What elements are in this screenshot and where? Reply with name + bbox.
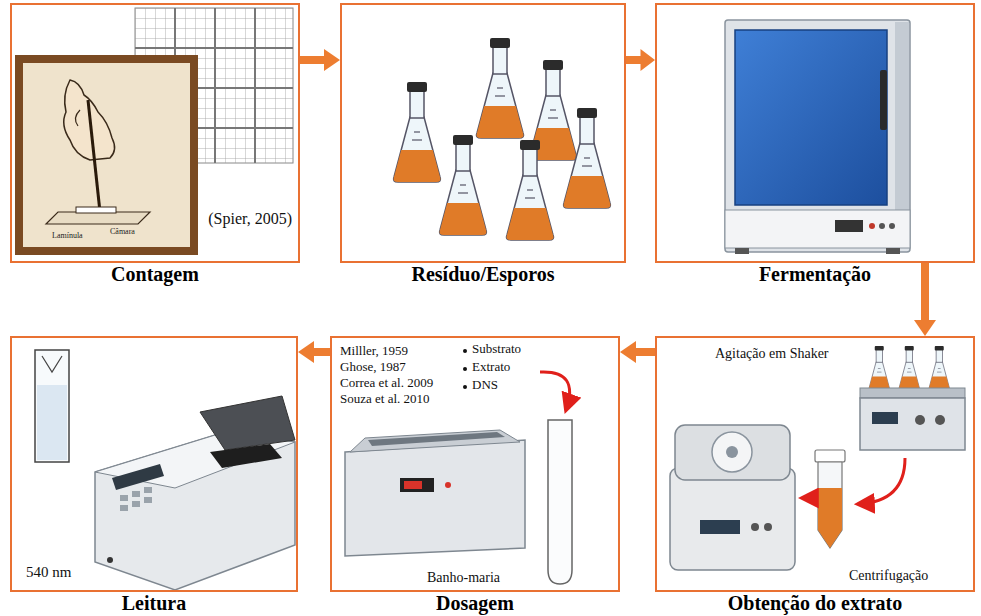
step-box: Resíduo/Esporos (340, 3, 626, 263)
list-item: DNS (472, 378, 498, 393)
flow-arrow (300, 49, 340, 71)
step-box: Fermentação (655, 3, 975, 263)
step-note: Milller, 1959 (340, 344, 408, 359)
step-note: Souza et al. 2010 (340, 392, 430, 407)
step-caption: Fermentação (637, 264, 981, 284)
step-box: Obtenção do extratoAgitação em ShakerCen… (655, 336, 975, 592)
step-caption: Obtenção do extrato (637, 593, 981, 613)
illustration-label: Câmara (110, 228, 135, 237)
step-caption: Leitura (0, 593, 316, 613)
step-note: 540 nm (26, 564, 71, 581)
list-item: Extrato (472, 360, 510, 375)
flow-arrow (626, 49, 655, 71)
step-note: Agitação em Shaker (715, 346, 829, 362)
bullet-dot (463, 385, 467, 389)
bullet-dot (463, 349, 467, 353)
flow-arrow (298, 341, 330, 363)
flow-arrow (620, 341, 655, 363)
step-note: Banho-maria (427, 570, 500, 586)
step-note: Correa et al. 2009 (340, 376, 433, 391)
illustration-label: Lamínula (52, 232, 83, 241)
flow-arrow (914, 263, 936, 336)
step-note: (Spier, 2005) (208, 210, 292, 228)
bullet-dot (463, 367, 467, 371)
step-box: DosagemMilller, 1959Ghose, 1987Correa et… (330, 336, 620, 592)
step-caption: Resíduo/Esporos (322, 264, 644, 284)
step-box: Leitura540 nm (10, 336, 298, 592)
step-caption: Contagem (0, 264, 318, 284)
step-note: Ghose, 1987 (340, 360, 406, 375)
list-item: Substrato (472, 342, 521, 357)
step-note: Centrifugação (849, 568, 928, 584)
step-caption: Dosagem (312, 593, 638, 613)
step-box: Contagem(Spier, 2005) (10, 3, 300, 263)
